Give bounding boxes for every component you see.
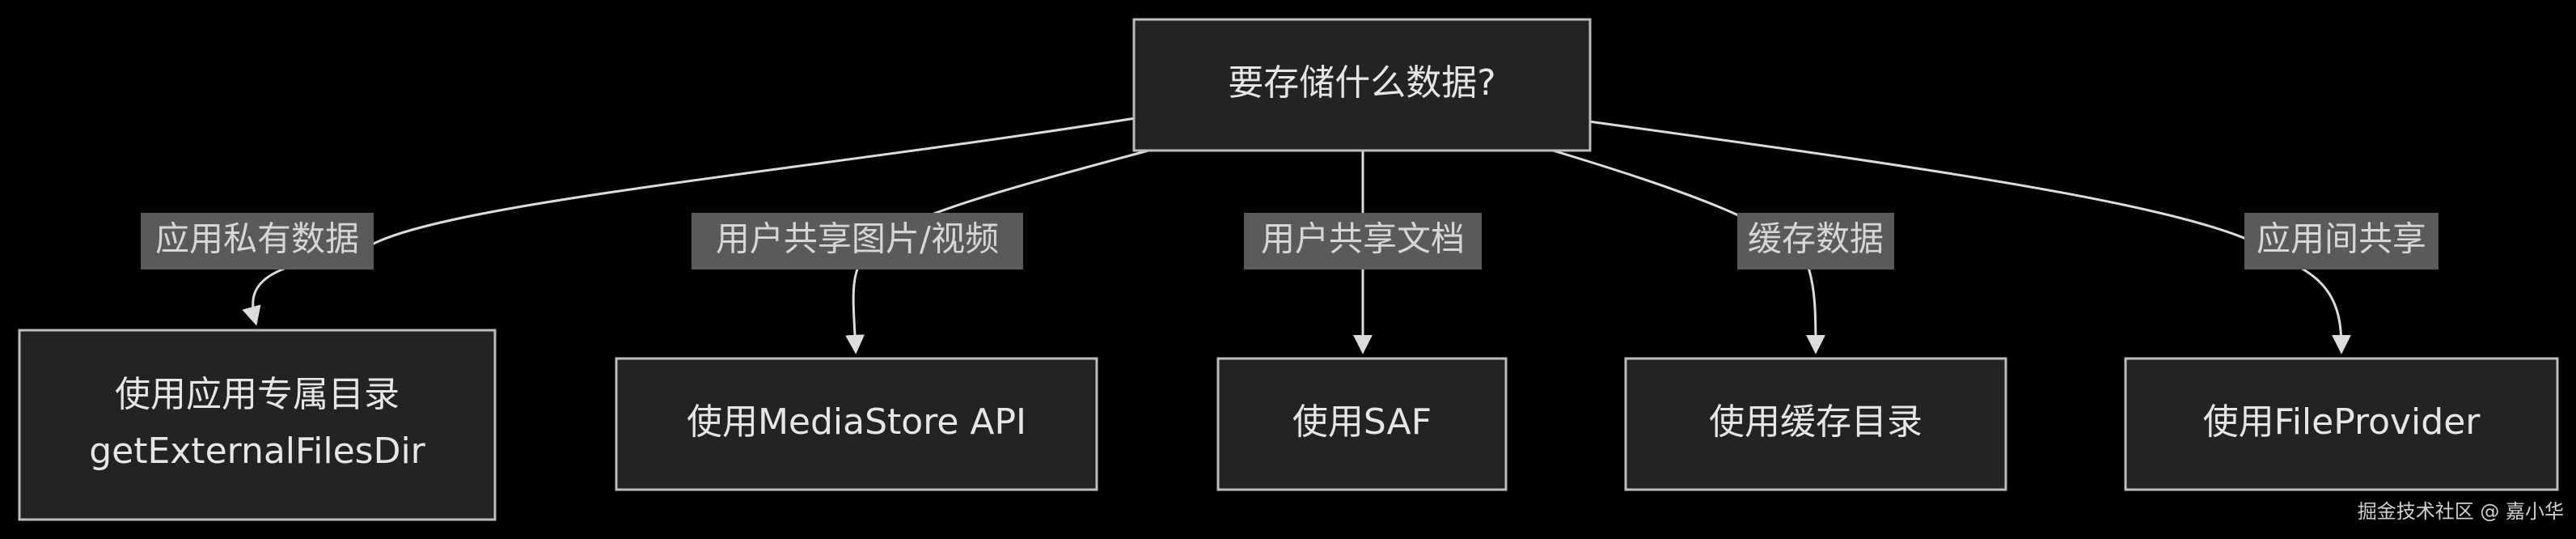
root-node: 要存储什么数据? xyxy=(1132,18,1592,152)
svg-text:用户共享文档: 用户共享文档 xyxy=(1261,219,1465,259)
node-cache-dir-label: 使用缓存目录 xyxy=(1709,401,1922,443)
edge-root-to-private xyxy=(242,117,1136,326)
node-private-dir: 使用应用专属目录 getExternalFilesDir xyxy=(18,329,497,521)
node-saf-label: 使用SAF xyxy=(1292,401,1432,443)
svg-text:应用间共享: 应用间共享 xyxy=(2257,219,2426,259)
edge-label-media: 用户共享图片/视频 xyxy=(692,213,1023,270)
svg-text:缓存数据: 缓存数据 xyxy=(1748,219,1884,259)
node-saf: 使用SAF xyxy=(1216,357,1508,491)
node-cache-dir: 使用缓存目录 xyxy=(1624,357,2007,491)
node-mediastore-label: 使用MediaStore API xyxy=(687,401,1026,443)
node-private-dir-line1: 使用应用专属目录 xyxy=(115,374,400,415)
svg-text:应用私有数据: 应用私有数据 xyxy=(155,219,359,259)
edge-root-to-fileprovider xyxy=(1588,120,2351,354)
svg-text:用户共享图片/视频: 用户共享图片/视频 xyxy=(716,219,999,259)
root-node-label: 要存储什么数据? xyxy=(1228,62,1495,104)
edge-label-private: 应用私有数据 xyxy=(141,213,374,270)
edge-label-cache: 缓存数据 xyxy=(1737,213,1894,270)
edge-label-saf: 用户共享文档 xyxy=(1244,213,1482,270)
node-mediastore: 使用MediaStore API xyxy=(615,357,1098,491)
edge-label-fileprovider: 应用间共享 xyxy=(2244,213,2439,270)
node-fileprovider-label: 使用FileProvider xyxy=(2203,401,2481,443)
watermark-text: 掘金技术社区 @ 嘉小华 xyxy=(2358,500,2564,523)
node-private-dir-line2: getExternalFilesDir xyxy=(89,431,425,472)
node-fileprovider: 使用FileProvider xyxy=(2124,357,2559,491)
